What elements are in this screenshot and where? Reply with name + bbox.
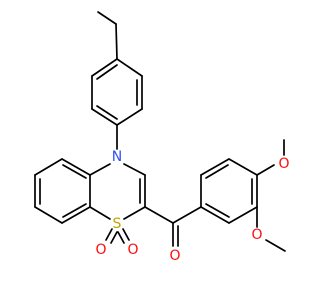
bonds <box>34 11 286 252</box>
bond-ring-a-1 <box>116 58 143 77</box>
molecule-diagram: N S O O O O O <box>34 11 290 264</box>
atom-o-methoxy-meta: O <box>251 227 262 243</box>
bond-s-o2 <box>117 231 125 244</box>
bond-ring-b-6 <box>200 206 230 224</box>
bond-ring-a-3 <box>116 108 143 126</box>
atom-labels: N S O O O O O <box>95 149 289 264</box>
bond-s-c8a <box>89 206 111 220</box>
bond-ring-b-2 <box>200 158 230 176</box>
bond-s-o1 <box>105 228 113 241</box>
atom-n: N <box>112 149 122 165</box>
bond-carbonyl-ring-b <box>172 206 202 224</box>
bond-c4a-n <box>89 163 111 176</box>
bond-benzo-4 <box>34 206 63 224</box>
bond-s-o1-double <box>110 231 118 244</box>
bond-ring-b-double-1 <box>205 164 229 179</box>
atom-o-sulfone-1: O <box>95 242 106 258</box>
bond-n-c3 <box>123 163 146 176</box>
bond-s-o2-double <box>122 228 130 241</box>
atom-s: S <box>113 216 122 232</box>
bond-benzo-1 <box>61 158 91 176</box>
bond-ethyl-ch3 <box>97 11 117 25</box>
bond-ring-b-3 <box>228 158 258 176</box>
bond-benzo-5 <box>61 206 91 224</box>
structure-svg: N S O O O O O <box>34 11 290 264</box>
bond-ring-b-5 <box>228 206 258 224</box>
bond-c2-carbonyl <box>144 206 174 224</box>
bond-ring-b-o-para <box>256 164 275 176</box>
atom-o-methoxy-para: O <box>278 156 289 172</box>
bond-ring-a-double-2 <box>96 105 118 120</box>
bond-ring-b-double-3 <box>205 203 230 218</box>
bond-benzo-2 <box>34 158 63 176</box>
bond-o-meta-ch3 <box>265 239 286 252</box>
bond-ring-a-double-3 <box>96 64 118 80</box>
bond-benzo-double-1 <box>62 164 87 179</box>
atom-o-ketone: O <box>169 248 180 264</box>
atom-o-sulfone-2: O <box>127 242 138 258</box>
bond-ethyl-ch2 <box>115 23 118 60</box>
bond-ring-a-4 <box>91 108 118 126</box>
bond-benzo-double-3 <box>62 203 87 218</box>
bond-ring-a-6 <box>91 58 118 77</box>
bond-c2-s <box>123 206 146 220</box>
